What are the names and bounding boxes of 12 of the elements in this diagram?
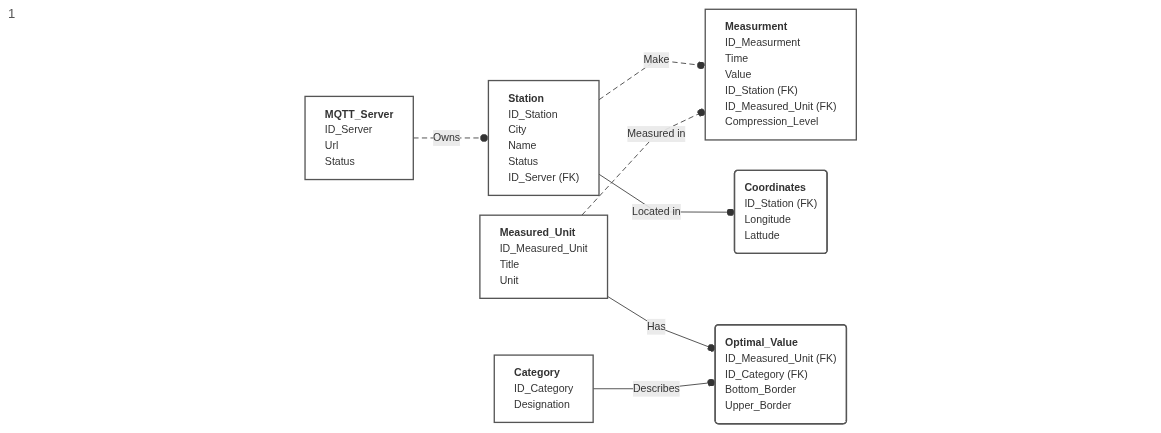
cardinality-label: 1 bbox=[8, 6, 16, 21]
node-box: MQTT_Server ID_Server Url Status bbox=[304, 95, 414, 181]
node-box: Station ID_Station City Name Status ID_Server (FK) bbox=[487, 79, 600, 197]
edge-label: Describes bbox=[632, 382, 680, 395]
node-box: Category ID_Category Designation bbox=[493, 354, 594, 424]
node-box: Measurment ID_Measurment Time Value ID_Station (FK) ID_Measured_Unit (FK) Compression_Level bbox=[704, 8, 857, 141]
edge-label: Has bbox=[646, 320, 666, 332]
edge-label: Make bbox=[643, 54, 670, 66]
node-box: Measured_Unit ID_Measured_Unit Title Unit bbox=[479, 214, 608, 299]
edge-label: Measured in bbox=[627, 128, 686, 140]
edge-label: Located in bbox=[631, 205, 681, 218]
edge-label: Owns bbox=[432, 132, 460, 144]
